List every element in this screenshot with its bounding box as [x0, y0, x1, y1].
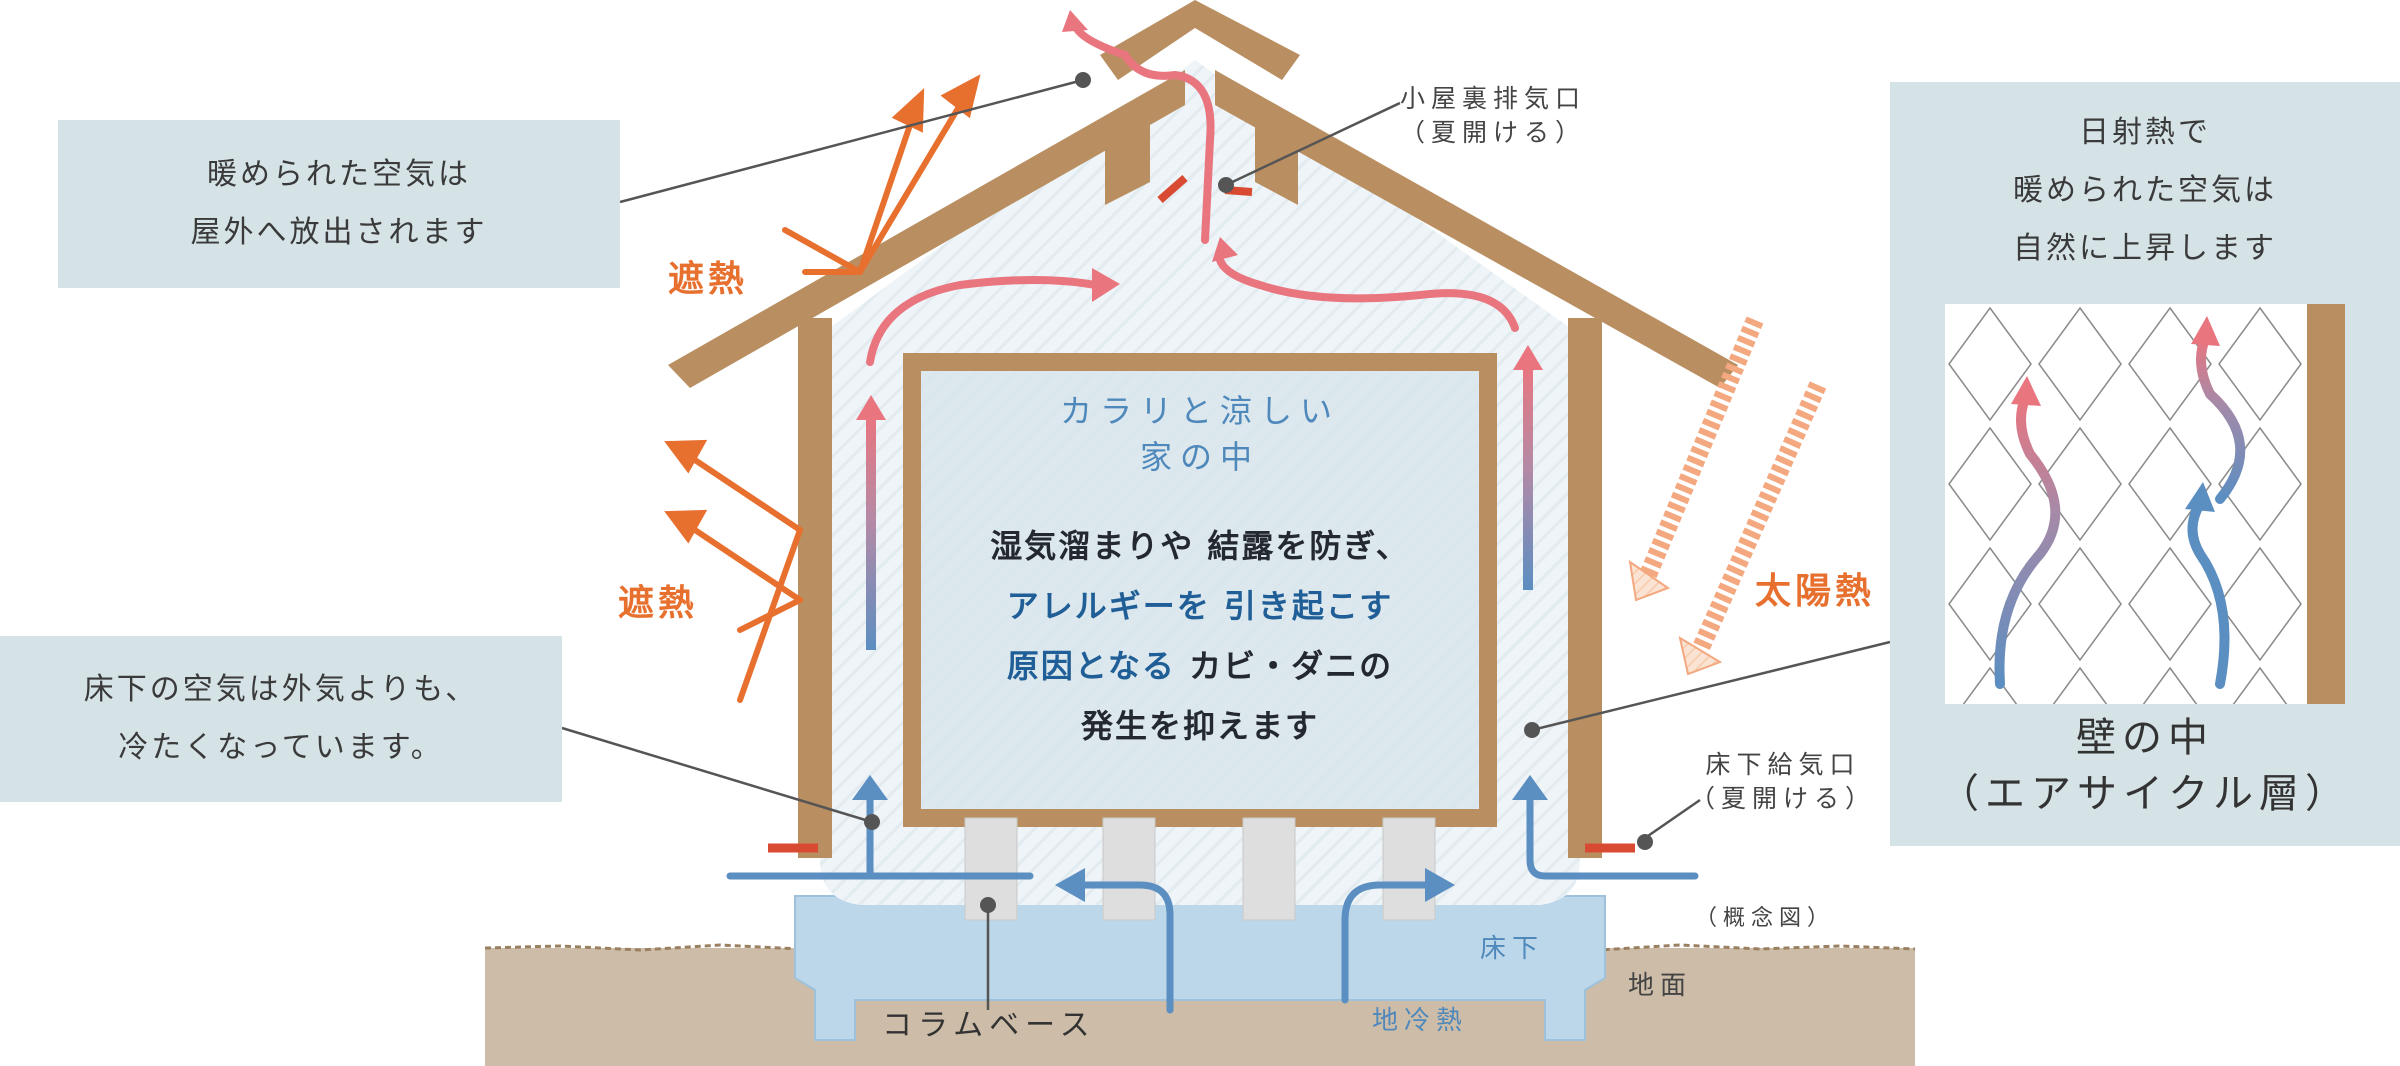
callout-line: 床下の空気は外気よりも、 — [83, 672, 479, 707]
left-outer-wall — [798, 318, 832, 858]
concept-diagram-note: （概念図） — [1695, 906, 1836, 931]
wall-airflow-right — [2187, 499, 2230, 689]
callout-line: 冷たくなっています。 — [118, 730, 444, 765]
solar-heat-label: 太陽熱 — [1755, 571, 1876, 612]
inner-room-space — [921, 371, 1479, 809]
benefit-line3a: 原因となる — [1006, 647, 1176, 685]
heat-reflection-arrows-roof — [782, 74, 981, 275]
benefit-line4: 発生を抑えます — [1080, 707, 1319, 745]
roof-right — [1215, 70, 1738, 388]
leader-dots — [864, 72, 1653, 913]
interior-subtitle-line1: カラリと涼しい — [1059, 392, 1340, 430]
heat-shield-roof-label: 遮熱 — [668, 259, 749, 300]
wall-airflow-upper — [2196, 334, 2246, 504]
callout-line: 日射熱で — [2079, 115, 2211, 150]
callout-line: 暖められた空気は — [2013, 173, 2277, 208]
ground-label: 地面 — [1628, 971, 1693, 1001]
callout-line: 屋外へ放出されます — [190, 215, 488, 250]
heat-shield-wall-label: 遮熱 — [618, 583, 699, 624]
wall-airflow-left — [1994, 394, 2061, 689]
wall-caption-line2: （エアサイクル層） — [1939, 771, 2351, 817]
ground-cold-heat-label: 地冷熱 — [1372, 1006, 1469, 1036]
attic-airflow-arrowheads — [1062, 10, 1238, 302]
leader-lines — [561, 78, 1891, 1010]
callout-warm-air-exhaust: 暖められた空気は 屋外へ放出されます — [58, 120, 620, 288]
wall-airflow-arrows — [856, 345, 1543, 650]
column-base-label: コラムベース — [882, 1008, 1096, 1043]
interior-subtitle-line2: 家の中 — [1139, 438, 1260, 476]
interior-benefit-text: 湿気溜まりや 結露を防ぎ、 アレルギーを 引き起こす 原因となる カビ・ダニの … — [920, 516, 1480, 756]
attic-vent-line1: 小屋裏排気口 — [1400, 84, 1587, 113]
benefit-line3b: カビ・ダニの — [1175, 647, 1394, 685]
floor-vent-line1: 床下給気口 — [1705, 750, 1861, 779]
roof-left — [668, 70, 1185, 388]
wall-caption-line1: 壁の中 — [2076, 715, 2214, 761]
floor-post — [1102, 817, 1156, 921]
benefit-line1: 湿気溜まりや 結露を防ぎ、 — [990, 527, 1410, 565]
solar-heat-arrows — [1628, 316, 1827, 676]
wall-cross-section-detail — [1945, 304, 2345, 704]
callout-wall-air-cycle: 日射熱で 暖められた空気は 自然に上昇します 壁の中 （エアサイクル層） — [1890, 82, 2400, 846]
underfloor-label: 床下 — [1480, 934, 1545, 964]
underfloor-airflow-arrows — [726, 796, 1699, 1014]
attic-airflow-arrows — [866, 21, 1519, 366]
attic-vent-damper-left — [1157, 174, 1188, 204]
wall-board — [2307, 304, 2345, 704]
attic-exhaust-vent-label: 小屋裏排気口 （夏開ける） — [1400, 82, 1586, 150]
callout-line: 暖められた空気は — [207, 157, 471, 192]
attic-vent-line2: （夏開ける） — [1400, 118, 1587, 147]
interior-subtitle: カラリと涼しい 家の中 — [920, 388, 1480, 480]
floor-intake-vent-label: 床下給気口 （夏開ける） — [1690, 748, 1876, 816]
floor-post — [1382, 817, 1436, 921]
ridge-cap — [1100, 0, 1300, 80]
callout-line: 自然に上昇します — [2013, 231, 2277, 266]
attic-vent-hood-left — [1105, 125, 1150, 205]
wall-detail-caption: 壁の中 （エアサイクル層） — [1890, 710, 2400, 822]
benefit-line2: アレルギーを 引き起こす — [1006, 587, 1394, 625]
floor-vent-line2: （夏開ける） — [1690, 784, 1877, 813]
underfloor-airflow-arrowheads — [852, 775, 1548, 902]
right-outer-wall — [1568, 318, 1602, 858]
callout-underfloor-cool-air: 床下の空気は外気よりも、 冷たくなっています。 — [0, 636, 562, 802]
heat-reflection-arrows-wall — [664, 439, 803, 703]
attic-vent-hood-right — [1255, 125, 1298, 205]
inner-room-frame — [903, 353, 1497, 827]
underfloor-base — [794, 895, 1606, 1041]
floor-post — [1242, 817, 1296, 921]
